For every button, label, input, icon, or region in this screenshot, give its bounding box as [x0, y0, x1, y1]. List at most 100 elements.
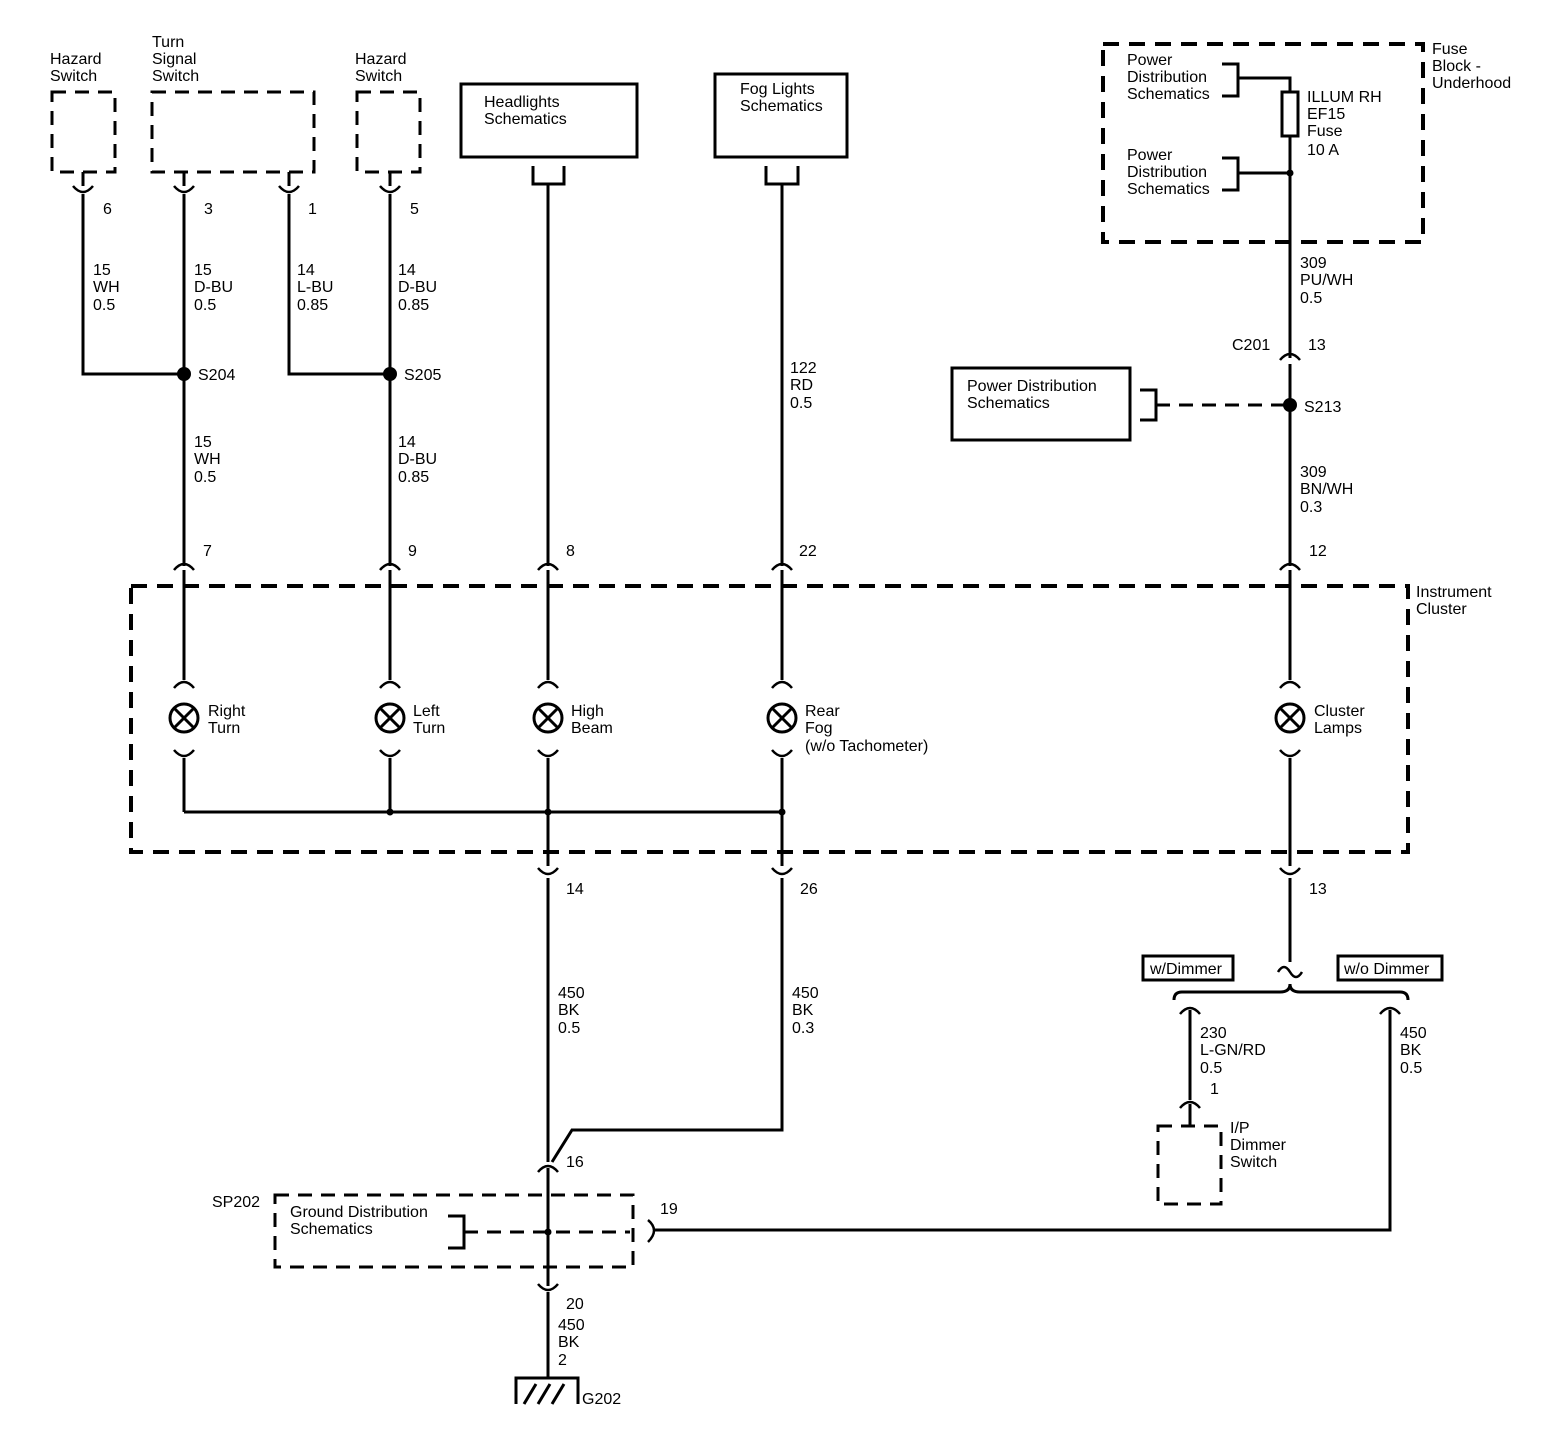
- splice-s204: [177, 367, 191, 381]
- right-turn-lamp-icon: [168, 680, 200, 758]
- dimmer-top-connector: [1179, 1006, 1201, 1015]
- w-s204-1: 15: [194, 434, 212, 451]
- rear-fog-label-2: Fog: [805, 720, 833, 737]
- wire-turn-1: [287, 194, 390, 376]
- splice-s205: [383, 367, 397, 381]
- dimmer-pin-connector: [1179, 1100, 1201, 1109]
- g202-label: G202: [582, 1391, 621, 1408]
- w-g202-1: 450: [558, 1317, 585, 1334]
- cluster-lamps-icon: [1274, 680, 1306, 758]
- pin-7: 7: [203, 543, 212, 560]
- fuse-label-3: Fuse: [1307, 123, 1343, 140]
- splice-s213: [1283, 398, 1297, 412]
- pin-9: 9: [408, 543, 417, 560]
- power-dist-top-bracket: [1222, 62, 1240, 98]
- w-dimmer-label: w/Dimmer: [1149, 961, 1223, 978]
- left-turn-lamp-icon: [374, 680, 406, 758]
- fog-lights-label-2: Schematics: [740, 98, 823, 115]
- pin-6: 6: [103, 201, 112, 218]
- w-s213-3: 0.3: [1300, 499, 1322, 516]
- right-turn-label-1: Right: [208, 703, 246, 720]
- wo-dimmer-label: w/o Dimmer: [1343, 961, 1430, 978]
- rear-fog-lamp-icon: [766, 680, 798, 758]
- w-fog-3: 0.5: [790, 395, 812, 412]
- power-dist-mid-label-3: Schematics: [1127, 181, 1210, 198]
- pin-13-bottom: 13: [1309, 881, 1327, 898]
- pin-19: 19: [660, 1201, 678, 1218]
- w-gnd-26-3: 0.3: [792, 1020, 814, 1037]
- fuse-label-1: ILLUM RH: [1307, 89, 1382, 106]
- w-s213-2: BN/WH: [1300, 481, 1353, 498]
- headlights-label-2: Schematics: [484, 111, 567, 128]
- w-fog-1: 122: [790, 360, 817, 377]
- power-dist-mid-label-1: Power: [1127, 147, 1173, 164]
- power-dist-side-label-2: Schematics: [967, 395, 1050, 412]
- headlights-label-1: Headlights: [484, 94, 560, 111]
- hazard-switch-left-label-2: Switch: [50, 68, 97, 85]
- high-beam-lamp-icon: [532, 680, 564, 758]
- w-fuse-out-2: PU/WH: [1300, 272, 1353, 289]
- left-turn-label-2: Turn: [413, 720, 445, 737]
- c201-connector: [1279, 352, 1301, 361]
- pin-5: 5: [410, 201, 419, 218]
- power-dist-side-box: [950, 366, 1132, 442]
- w-fuse-out-1: 309: [1300, 255, 1327, 272]
- cluster-bottom-pins: [537, 867, 1301, 876]
- power-dist-mid-bracket: [1222, 156, 1240, 192]
- power-dist-top-label-1: Power: [1127, 52, 1173, 69]
- wire-hazard-left: [81, 194, 184, 376]
- w-dimmer-tag: [1141, 954, 1235, 982]
- left-turn-label-1: Left: [413, 703, 440, 720]
- w-fuse-out-3: 0.5: [1300, 290, 1322, 307]
- cluster-lamps-label-1: Cluster: [1314, 703, 1365, 720]
- fuse-block-label-1: Fuse: [1432, 41, 1468, 58]
- w-dimmer-3: 0.5: [1200, 1060, 1222, 1077]
- rear-fog-label-3: (w/o Tachometer): [805, 738, 928, 755]
- instrument-cluster-label-1: Instrument: [1416, 584, 1492, 601]
- wire-gnd-26: [550, 878, 784, 1163]
- c201-label: C201: [1232, 337, 1270, 354]
- w-s205-1: 14: [398, 434, 416, 451]
- right-turn-label-2: Turn: [208, 720, 240, 737]
- w-s204-2: WH: [194, 451, 221, 468]
- wo-dimmer-tag: [1336, 954, 1444, 982]
- cluster-lamps-label-2: Lamps: [1314, 720, 1362, 737]
- power-dist-mid-label-2: Distribution: [1127, 164, 1207, 181]
- w-gnd-14-1: 450: [558, 985, 585, 1002]
- fog-lights-label-1: Fog Lights: [740, 81, 815, 98]
- w-dimmer-1: 230: [1200, 1025, 1227, 1042]
- turn-signal-switch-box: [150, 90, 316, 174]
- cluster-top-pins: [173, 562, 1301, 571]
- fuse-block-label-2: Block -: [1432, 58, 1481, 75]
- w-turn-3-1: 15: [194, 262, 212, 279]
- dimmer-switch-label-1: I/P: [1230, 1120, 1250, 1137]
- w-g202-3: 2: [558, 1352, 567, 1369]
- w-s213-1: 309: [1300, 464, 1327, 481]
- fuse-ef15-icon: [1280, 90, 1300, 138]
- pin-14: 14: [566, 881, 584, 898]
- fuse-label-4: 10 A: [1307, 142, 1339, 159]
- pin-26: 26: [800, 881, 818, 898]
- cluster-ground-junction-1: [386, 808, 394, 816]
- w-turn-3-3: 0.5: [194, 297, 216, 314]
- fuse-block-box: [1101, 42, 1425, 244]
- sp202-label: SP202: [212, 1194, 260, 1211]
- option-bracket: [1172, 983, 1410, 1001]
- turn-signal-switch-label-2: Signal: [152, 51, 196, 68]
- w-s204-3: 0.5: [194, 469, 216, 486]
- cluster-internal-wires: [182, 570, 1292, 866]
- pin-1-dimmer: 1: [1210, 1081, 1219, 1098]
- high-beam-label-1: High: [571, 703, 604, 720]
- power-dist-top-wire: [1238, 76, 1292, 92]
- w-hazard-left-1: 15: [93, 262, 111, 279]
- w-hazard-left-3: 0.5: [93, 297, 115, 314]
- top-pins: [72, 172, 401, 194]
- pin-3: 3: [204, 201, 213, 218]
- pin-22: 22: [799, 543, 817, 560]
- w-turn-3-2: D-BU: [194, 279, 233, 296]
- power-dist-top-label-2: Distribution: [1127, 69, 1207, 86]
- ground-dist-label-1: Ground Distribution: [290, 1204, 428, 1221]
- fuse-label-2: EF15: [1307, 106, 1345, 123]
- headlights-schematics-box: [459, 82, 639, 159]
